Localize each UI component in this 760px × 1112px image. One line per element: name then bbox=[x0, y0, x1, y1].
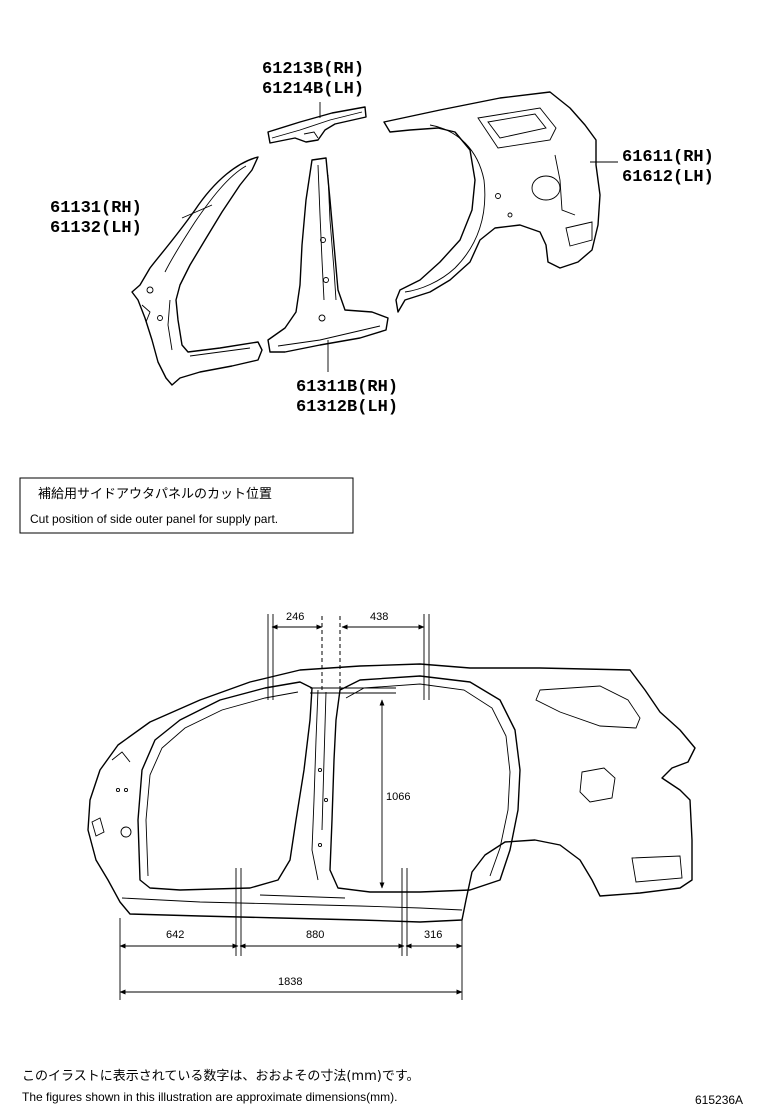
cut-position-box: 補給用サイドアウタパネルのカット位置 Cut position of side … bbox=[19, 477, 354, 534]
roof-side-rail-part[interactable] bbox=[267, 106, 367, 144]
part-label-quarter-panel-rh[interactable]: 61611(RH) bbox=[622, 148, 714, 167]
dim-1838: 1838 bbox=[278, 976, 302, 988]
dim-880: 880 bbox=[306, 929, 324, 941]
part-label-quarter-panel-lh[interactable]: 61612(LH) bbox=[622, 168, 714, 187]
part-label-roof-rail-lh[interactable]: 61214B(LH) bbox=[262, 80, 364, 99]
front-pillar-part[interactable] bbox=[131, 156, 263, 386]
part-label-front-pillar-rh[interactable]: 61131(RH) bbox=[50, 199, 142, 218]
illustration-code: 615236A bbox=[695, 1093, 743, 1107]
center-pillar-part[interactable] bbox=[267, 157, 389, 353]
dim-1066: 1066 bbox=[386, 791, 410, 803]
part-label-roof-rail-rh[interactable]: 61213B(RH) bbox=[262, 60, 364, 79]
cut-markers bbox=[235, 614, 430, 956]
dimension-lines bbox=[119, 624, 463, 1000]
footer-note-en: The figures shown in this illustration a… bbox=[22, 1090, 398, 1104]
quarter-panel-part[interactable] bbox=[383, 91, 601, 313]
cut-box-title-jp: 補給用サイドアウタパネルのカット位置 bbox=[38, 487, 272, 502]
dim-246: 246 bbox=[286, 611, 304, 623]
part-label-front-pillar-lh[interactable]: 61132(LH) bbox=[50, 219, 142, 238]
part-label-center-pillar-lh[interactable]: 61312B(LH) bbox=[296, 398, 398, 417]
dim-316: 316 bbox=[424, 929, 442, 941]
dim-642: 642 bbox=[166, 929, 184, 941]
cut-box-title-en: Cut position of side outer panel for sup… bbox=[30, 512, 278, 526]
dim-438: 438 bbox=[370, 611, 388, 623]
part-label-center-pillar-rh[interactable]: 61311B(RH) bbox=[296, 378, 398, 397]
footer-note-jp: このイラストに表示されている数字は、おおよその寸法(mm)です。 bbox=[22, 1069, 420, 1084]
leader-front-pillar bbox=[181, 204, 213, 219]
side-outer-panel bbox=[87, 663, 696, 923]
